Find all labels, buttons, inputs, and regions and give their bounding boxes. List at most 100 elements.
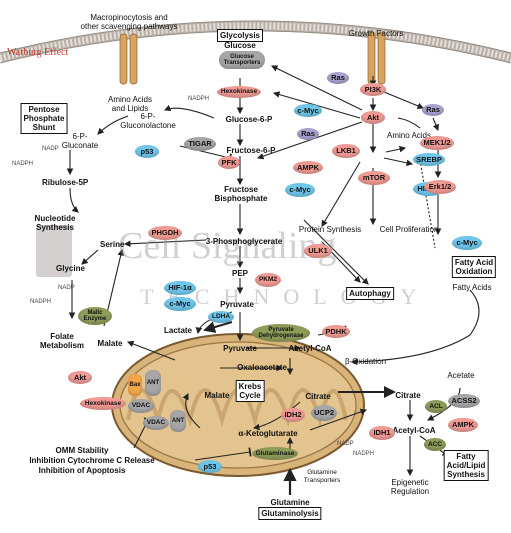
node-hif1-b: HIF-1α [164, 281, 196, 295]
label-krebs-2: Cycle [239, 391, 261, 400]
label-nadp-a: NADP [42, 146, 59, 152]
node-ras-2: Ras [422, 104, 444, 116]
node-pi3k: PI3K [360, 83, 386, 96]
label-amino-acids-lipids: Amino Acids [107, 95, 153, 104]
label-6p-gluconolactone-2: Gluconolactone [120, 121, 176, 130]
label-akg: α-Ketoglutarate [238, 429, 298, 438]
node-vdac-2: VDAC [143, 416, 169, 430]
label-fa-lipid-2: Acid/Lipid [446, 461, 486, 470]
label-nadph-c: NADPH [30, 299, 52, 305]
node-ras-1: Ras [327, 72, 349, 84]
node-phgdh: PHGDH [148, 226, 182, 240]
label-pentose-3: Shunt [32, 123, 56, 132]
label-omm-2: Inhibition Cytochrome C Release [29, 456, 155, 465]
node-bax: Bax [128, 374, 142, 396]
node-mek: MEK1/2 [420, 136, 454, 150]
label-omm-3: Inhibition of Apoptosis [38, 466, 126, 475]
node-ulk1: ULK1 [304, 244, 332, 258]
node-p53-b: p53 [198, 460, 222, 473]
label-pentose-1: Pentose [28, 105, 60, 114]
node-ampk-2: AMPK [448, 418, 478, 432]
label-beta-oxidation: β-Oxidation [345, 357, 387, 366]
label-omm-1: OMM Stability [55, 446, 109, 455]
label-glutaminolysis: Glutaminolysis [258, 507, 322, 520]
label-fa-lipid-3: Synthesis [447, 470, 485, 479]
label-epigenetic-2: Regulation [390, 487, 430, 496]
diagram-title: Warburg Effect [7, 47, 69, 58]
label-fao-2: Oxidation [455, 267, 493, 276]
label-krebs-1: Krebs [238, 382, 262, 391]
node-pkm2: PKM2 [255, 273, 281, 287]
node-acc: ACC [424, 438, 446, 451]
label-cell-proliferation: Cell Proliferation [379, 225, 439, 234]
label-glycine: Glycine [56, 264, 85, 273]
label-oxaloacetate: Oxaloacetate [237, 363, 287, 372]
label-growth-factors: Growth Factors [348, 29, 404, 38]
node-cmyc-3: c-Myc [452, 236, 482, 250]
label-glutamine-transporters-2: Transporters [303, 477, 341, 484]
label-acetyl-coa-out: Acetyl-CoA [392, 426, 436, 435]
label-nucleotide-2: Synthesis [36, 223, 74, 232]
node-akt-2: Akt [68, 371, 92, 384]
label-fao-1: Fatty Acid [454, 258, 494, 267]
label-citrate-in: Citrate [305, 392, 331, 401]
node-malic-enzyme: Malic Enzyme [78, 307, 112, 325]
node-mtor: mTOR [358, 171, 390, 185]
node-ampk-1: AMPK [293, 161, 323, 174]
label-6p-gluconate-2: Gluconate [61, 141, 99, 150]
node-hexokinase-2: Hexokinase [80, 397, 126, 410]
label-glucose-6p: Glucose-6-P [225, 115, 273, 124]
label-acetate: Acetate [447, 371, 475, 380]
label-nadp-b: NADP [58, 285, 75, 291]
node-pyruvate-dehydrogenase: Pyruvate Dehydrogenase [252, 324, 310, 342]
node-p53-a: p53 [135, 145, 159, 158]
label-pyruvate: Pyruvate [220, 300, 254, 309]
label-folate: Folate [50, 332, 74, 341]
node-akt: Akt [361, 111, 385, 124]
label-fructose-6p: Fructose-6-P [226, 146, 276, 155]
node-pdhk: PDHK [322, 325, 350, 338]
label-epigenetic: Epigenetic [391, 478, 429, 487]
node-vdac-1: VDAC [128, 399, 154, 413]
node-idh2: IDH2 [281, 408, 305, 422]
watermark-logo [36, 225, 72, 277]
label-glutamine: Glutamine [270, 498, 310, 507]
node-ras-3: Ras [297, 128, 319, 140]
label-macropinocytosis-2: other scavenging pathways [80, 22, 178, 31]
node-ant-2: ANT [170, 410, 186, 432]
label-fa-lipid-1: Fatty [456, 452, 476, 461]
label-malate-out: Malate [97, 339, 123, 348]
label-nucleotide: Nucleotide [34, 214, 76, 223]
node-ant-1: ANT [145, 370, 161, 396]
node-lkb1: LKB1 [332, 144, 360, 158]
node-acss2: ACSS2 [448, 394, 480, 408]
node-glutaminase: Glutaminase [252, 447, 298, 460]
label-glucose: Glucose [224, 41, 256, 50]
label-glycolysis: Glycolysis [216, 29, 264, 42]
node-glucose-transporters: Glucose Transporters [219, 51, 265, 69]
node-cmyc-2: c-Myc [285, 183, 315, 197]
macropinocytosis-channel [119, 33, 138, 85]
label-pyruvate-in: Pyruvate [223, 344, 257, 353]
label-protein-synthesis: Protein Synthesis [298, 225, 362, 234]
growth-factor-receptor [367, 31, 386, 85]
node-idh1: IDH1 [369, 426, 395, 440]
label-malate-in: Malate [204, 391, 230, 400]
label-amino-acids-lipids-2: and Lipids [111, 104, 149, 113]
label-6p-gluconolactone: 6-P- [140, 112, 156, 121]
label-6p-gluconate: 6-P- [72, 132, 88, 141]
node-tigar: TIGAR [184, 137, 216, 151]
label-pentose-2: Phosphate [23, 114, 65, 123]
node-cmyc-4: c-Myc [164, 297, 196, 311]
label-pep: PEP [231, 269, 249, 278]
node-hexokinase: Hexokinase [217, 86, 261, 98]
node-ucp2: UCP2 [311, 405, 337, 421]
label-3pg: 3-Phosphoglycerate [205, 237, 283, 246]
label-acetyl-coa-in: Acetyl-CoA [288, 344, 332, 353]
